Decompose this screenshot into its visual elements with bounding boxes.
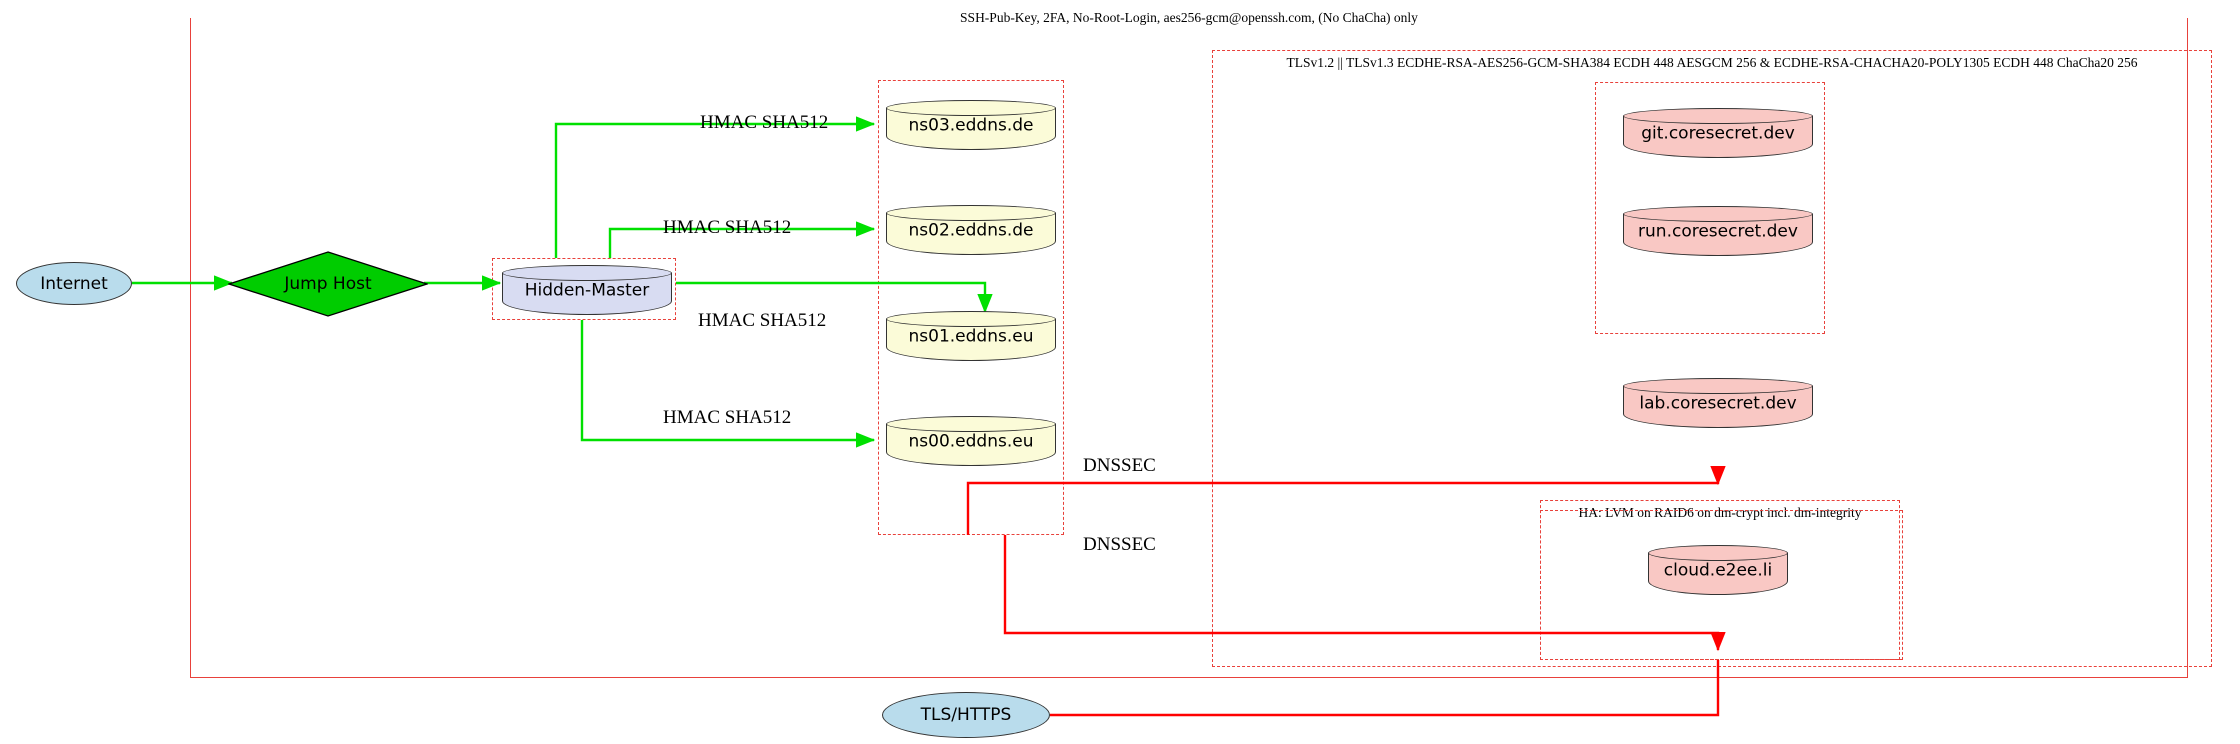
node-cloud-label: cloud.e2ee.li [1663,560,1773,581]
edge-label-hmac-ns01: HMAC SHA512 [698,310,827,331]
node-git-label: git.coresecret.dev [1641,123,1795,144]
cylinder-top [886,416,1056,432]
node-tls-https[interactable]: TLS/HTTPS [882,692,1050,738]
node-ns02-label: ns02.eddns.de [908,220,1034,241]
node-ns02[interactable]: ns02.eddns.de [886,205,1056,255]
cluster-dns-servers-box [878,80,1064,535]
node-run-coresecret-dev[interactable]: run.coresecret.dev [1623,206,1813,256]
cluster-ssh-policy-label: SSH-Pub-Key, 2FA, No-Root-Login, aes256-… [191,10,2187,26]
node-ns03[interactable]: ns03.eddns.de [886,100,1056,150]
cylinder-top [886,205,1056,221]
node-tls-https-label: TLS/HTTPS [920,705,1012,725]
cluster-cloud-box [1540,510,1903,660]
node-jump-host[interactable]: Jump Host [226,251,430,317]
edge-label-hmac-ns02: HMAC SHA512 [663,217,792,238]
node-cloud-e2ee-li[interactable]: cloud.e2ee.li [1648,545,1788,595]
edge-label-hmac-ns03: HMAC SHA512 [700,112,829,133]
cylinder-body [886,213,1056,255]
cylinder-top [1623,108,1813,124]
cylinder-top [886,100,1056,116]
cluster-ha-storage-label: HA: LVM on RAID6 on dm-crypt incl. dm-in… [1578,505,1862,520]
edge-label-dnssec-services: DNSSEC [1083,455,1156,476]
cluster-ssh-policy: SSH-Pub-Key, 2FA, No-Root-Login, aes256-… [190,10,2188,678]
node-run-label: run.coresecret.dev [1638,221,1798,242]
node-ns01-label: ns01.eddns.eu [908,326,1034,347]
cluster-tls-policy-label: TLSv1.2 || TLSv1.3 ECDHE-RSA-AES256-GCM-… [1286,55,2138,70]
node-jump-host-label: Jump Host [284,274,372,294]
cylinder-body [886,108,1056,150]
node-ns00-label: ns00.eddns.eu [908,431,1034,452]
cylinder-top [502,265,672,281]
cylinder-top [1648,545,1788,561]
cylinder-top [886,311,1056,327]
cluster-services-box [1595,82,1825,334]
node-hidden-master[interactable]: Hidden-Master [502,265,672,315]
cluster-tls-policy: TLSv1.2 || TLSv1.3 ECDHE-RSA-AES256-GCM-… [1212,50,2212,667]
edge-label-hmac-ns00: HMAC SHA512 [663,407,792,428]
diamond-shape [226,251,430,317]
node-internet[interactable]: Internet [16,262,132,305]
node-git-coresecret-dev[interactable]: git.coresecret.dev [1623,108,1813,158]
node-lab-label: lab.coresecret.dev [1639,393,1797,414]
node-ns01[interactable]: ns01.eddns.eu [886,311,1056,361]
node-ns00[interactable]: ns00.eddns.eu [886,416,1056,466]
cylinder-top [1623,206,1813,222]
node-internet-label: Internet [40,273,108,294]
edge-label-dnssec-cloud: DNSSEC [1083,534,1156,555]
cylinder-top [1623,378,1813,394]
node-ns03-label: ns03.eddns.de [908,115,1034,136]
node-hidden-master-label: Hidden-Master [524,280,650,301]
node-lab-coresecret-dev[interactable]: lab.coresecret.dev [1623,378,1813,428]
